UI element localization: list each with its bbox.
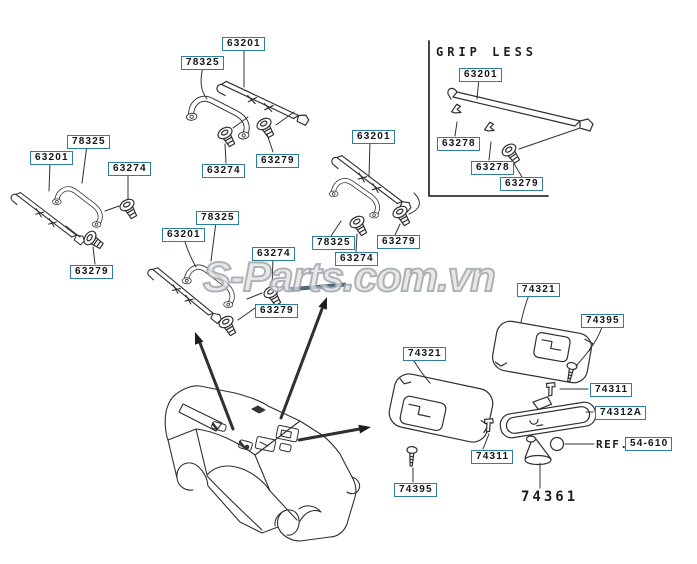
part-label-63274-right: 63274 <box>335 252 378 266</box>
locator-arrows <box>195 297 371 442</box>
part-label-63279-top: 63279 <box>256 154 299 168</box>
clip-icon <box>482 120 496 134</box>
part-label-74321-left: 74321 <box>403 347 446 361</box>
part-label-74395-left: 74395 <box>394 483 437 497</box>
grip-less-section <box>428 40 594 197</box>
part-label-78325-right: 78325 <box>312 236 355 250</box>
car-illustration <box>164 385 361 542</box>
screw-icon <box>254 115 279 141</box>
pin-icon <box>544 380 557 398</box>
screw-icon <box>405 445 418 467</box>
part-label-78325-left: 78325 <box>67 135 110 149</box>
part-label-54-610: 54-610 <box>625 437 673 451</box>
part-label-63279-gripless: 63279 <box>500 177 543 191</box>
part-label-63279-center: 63279 <box>255 304 298 318</box>
part-label-63279-right: 63279 <box>377 235 420 249</box>
grip-assembly-left <box>4 144 142 265</box>
grip-less-title: GRIP LESS <box>436 45 538 59</box>
part-label-63201-top: 63201 <box>222 37 265 51</box>
screw-icon <box>347 213 372 239</box>
part-label-63201-gripless: 63201 <box>459 68 502 82</box>
grip-assembly-right <box>325 140 420 253</box>
part-label-63279-left: 63279 <box>70 265 113 279</box>
part-label-63274-top: 63274 <box>202 164 245 178</box>
screw-icon <box>117 196 142 222</box>
part-label-63278-a: 63278 <box>437 137 480 151</box>
part-label-74395-right: 74395 <box>581 314 624 328</box>
sun-visor-left <box>388 358 495 483</box>
grip-assembly-top <box>183 46 314 164</box>
part-label-78325-center: 78325 <box>196 211 239 225</box>
part-label-74312A: 74312A <box>595 406 647 420</box>
part-label-74321-right: 74321 <box>517 283 560 297</box>
part-label-63201-left: 63201 <box>30 151 73 165</box>
ref-prefix-label: REF. <box>596 438 629 451</box>
part-label-63274-left: 63274 <box>108 162 151 176</box>
sun-visor-right <box>492 294 603 398</box>
rear-view-mirror <box>499 396 597 489</box>
grip-less-border <box>428 40 549 197</box>
part-label-74311-right: 74311 <box>590 383 633 397</box>
part-label-63201-right: 63201 <box>352 130 395 144</box>
part-label-78325-top: 78325 <box>181 56 224 70</box>
mount-cap-icon <box>549 436 565 452</box>
clip-icon <box>449 102 463 116</box>
screw-icon <box>215 124 240 150</box>
grip-assembly-center <box>140 221 286 339</box>
part-label-63274-center: 63274 <box>252 247 295 261</box>
part-label-63201-center: 63201 <box>162 228 205 242</box>
part-label-74311-left: 74311 <box>471 450 514 464</box>
part-label-74361: 74361 <box>521 489 579 505</box>
part-label-63278-b: 63278 <box>471 161 514 175</box>
